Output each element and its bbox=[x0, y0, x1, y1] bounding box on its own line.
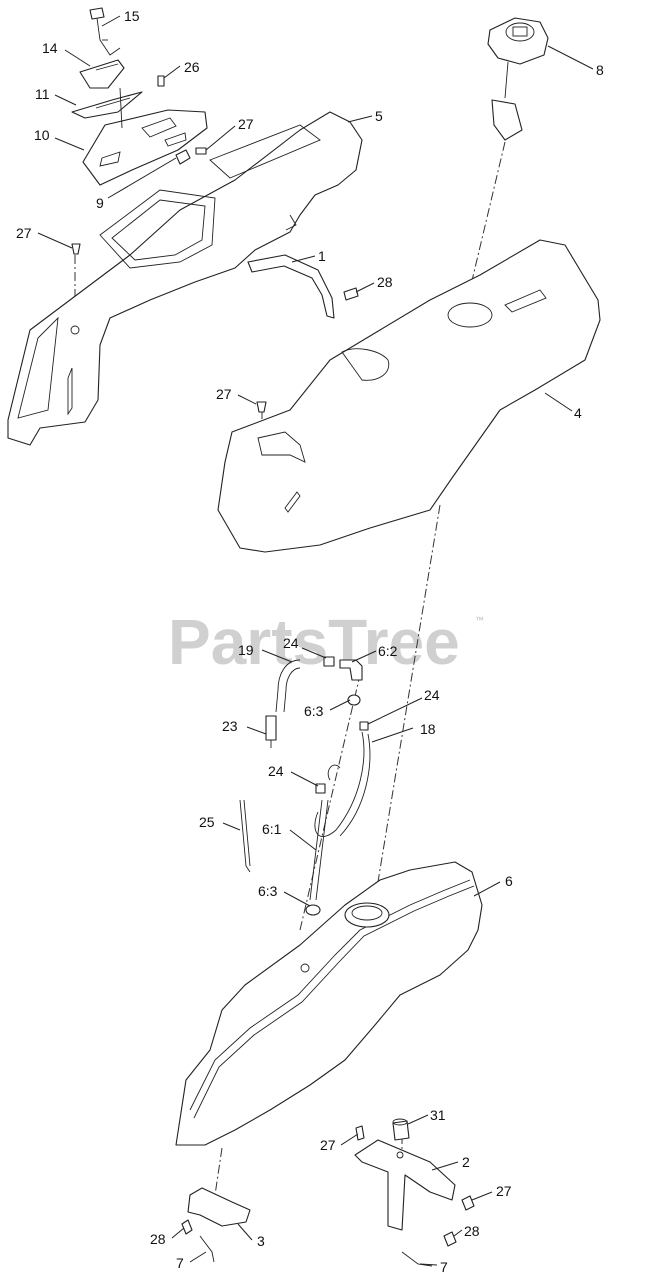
callout-26: 26 bbox=[184, 59, 200, 75]
callout-23: 23 bbox=[222, 718, 238, 734]
throttle-knob-part-15 bbox=[89, 7, 121, 56]
callout-28: 28 bbox=[150, 1231, 166, 1247]
callout-27: 27 bbox=[238, 116, 254, 132]
callouts: 15 14 26 11 27 5 10 9 27 1 28 8 27 4 24 … bbox=[16, 8, 604, 1275]
callout-6-1: 6:1 bbox=[262, 821, 282, 837]
fuel-hose-part-19 bbox=[275, 659, 301, 713]
callout-6-3: 6:3 bbox=[258, 883, 278, 899]
watermark-trademark: ™ bbox=[475, 615, 484, 625]
bumper-part-31 bbox=[392, 1118, 410, 1141]
fuel-hose-part-18 bbox=[314, 731, 371, 837]
hose-clamps-part-24 bbox=[315, 656, 369, 794]
bracket-part-3 bbox=[187, 1187, 251, 1227]
callout-7: 7 bbox=[440, 1259, 448, 1275]
panel-plate-part-10 bbox=[82, 109, 208, 186]
callout-27: 27 bbox=[320, 1137, 336, 1153]
hardware-bottom bbox=[181, 1125, 475, 1247]
fuel-tank-part-6 bbox=[175, 861, 483, 1146]
fitting-part-6-2 bbox=[339, 659, 363, 681]
callout-6-2: 6:2 bbox=[378, 643, 398, 659]
spring-part-7 bbox=[199, 1235, 433, 1267]
callout-11: 11 bbox=[35, 86, 50, 102]
callout-5: 5 bbox=[375, 108, 383, 124]
callout-10: 10 bbox=[34, 127, 50, 143]
callout-2: 2 bbox=[462, 1154, 470, 1170]
throttle-lever-part-14 bbox=[79, 59, 125, 129]
callout-27: 27 bbox=[496, 1183, 512, 1199]
callout-6: 6 bbox=[505, 873, 513, 889]
callout-1: 1 bbox=[318, 248, 326, 264]
callout-27: 27 bbox=[16, 225, 32, 241]
callout-28: 28 bbox=[464, 1223, 480, 1239]
callout-25: 25 bbox=[199, 814, 215, 830]
callout-14: 14 bbox=[42, 40, 58, 56]
bracket-part-1 bbox=[247, 254, 335, 319]
callout-24: 24 bbox=[268, 763, 284, 779]
bracket-part-2 bbox=[354, 1139, 456, 1231]
grommets-part-6-3 bbox=[305, 694, 361, 916]
upper-shroud-part-5 bbox=[7, 111, 363, 446]
callout-4: 4 bbox=[574, 405, 582, 421]
leader-lines bbox=[37, 15, 594, 1266]
bracket-part-9 bbox=[175, 149, 191, 165]
callout-7: 7 bbox=[176, 1255, 184, 1271]
callout-15: 15 bbox=[124, 8, 140, 24]
lower-shroud-part-4 bbox=[217, 239, 601, 553]
callout-9: 9 bbox=[96, 195, 104, 211]
callout-27: 27 bbox=[216, 386, 232, 402]
callout-19: 19 bbox=[238, 642, 254, 658]
fuel-cap-part-8 bbox=[487, 17, 549, 141]
callout-3: 3 bbox=[257, 1233, 265, 1249]
callout-8: 8 bbox=[596, 62, 604, 78]
pickup-tube-part-6-1 bbox=[309, 799, 329, 901]
callout-31: 31 bbox=[430, 1107, 446, 1123]
screws bbox=[71, 75, 359, 413]
watermark-text: PartsTree bbox=[168, 606, 460, 678]
decal-part-11 bbox=[71, 91, 143, 119]
callout-18: 18 bbox=[420, 721, 436, 737]
fitting-part-23 bbox=[265, 715, 277, 748]
callout-24: 24 bbox=[424, 687, 440, 703]
cable-tie-part-25 bbox=[239, 799, 251, 873]
callout-24: 24 bbox=[283, 635, 299, 651]
callout-28: 28 bbox=[377, 274, 393, 290]
callout-6-3: 6:3 bbox=[304, 703, 324, 719]
